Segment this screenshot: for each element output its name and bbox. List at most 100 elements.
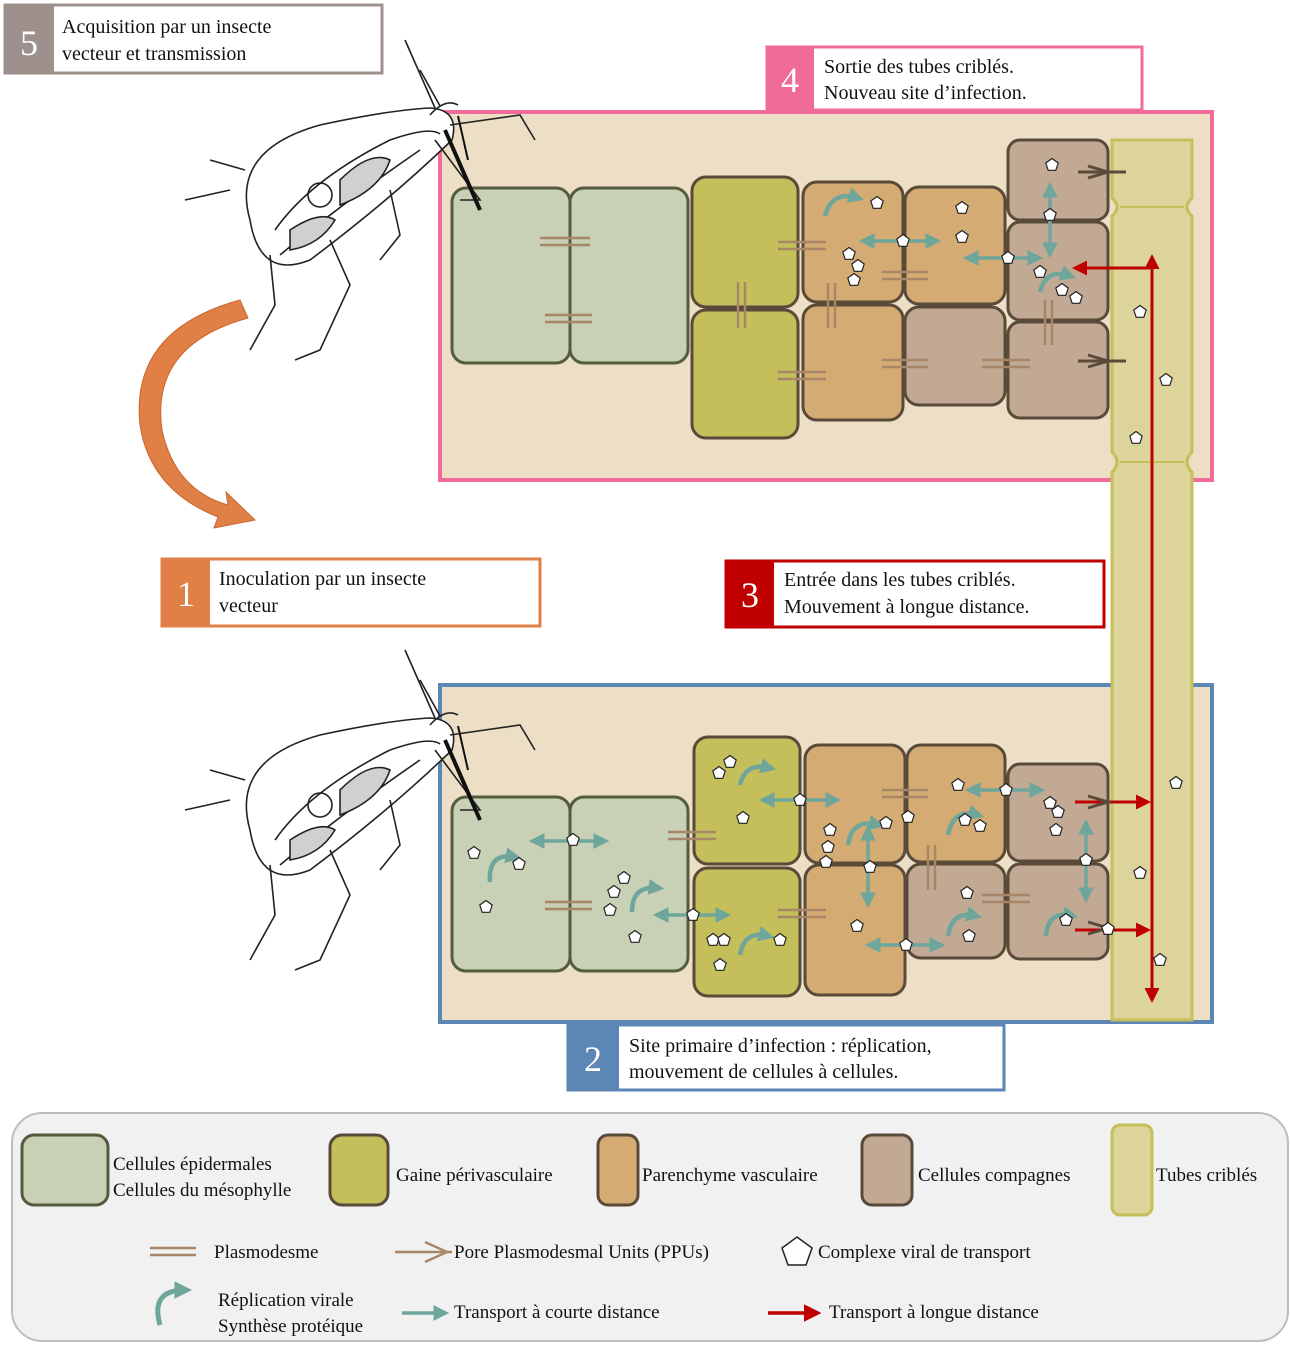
step-4-number: 4 (781, 60, 799, 100)
parenchyma-cell (803, 743, 907, 865)
viral-complex-pentagon (821, 839, 835, 853)
legend-plasmodesma-label: Plasmodesme (214, 1242, 319, 1263)
companion-cell (1006, 138, 1110, 222)
step-2-line2: mouvement de cellules à cellules. (629, 1061, 898, 1083)
viral-complex-pentagon (1159, 372, 1173, 386)
viral-complex-pentagon (1101, 921, 1115, 935)
primary-infection-site-panel (438, 683, 1214, 1024)
legend-ppu-label: Pore Plasmodesmal Units (PPUs) (454, 1242, 709, 1263)
aphid-vector-icon (184, 39, 536, 361)
viral-complex-pentagon (1001, 250, 1015, 264)
legend-replication-line2: Synthèse protéique (218, 1316, 363, 1337)
curved-arrow-icon (155, 1281, 192, 1326)
legend-epidermal-swatch (20, 1133, 110, 1207)
step-2-label: 2 Site primaire d’infection : réplicatio… (566, 1023, 1006, 1092)
pentagon-icon (781, 1236, 813, 1266)
viral-complex-pentagon (628, 929, 642, 943)
legend-parenchyma-swatch (596, 1133, 640, 1207)
viral-complex-pentagon (901, 809, 915, 823)
step-5-line2: vecteur et transmission (62, 43, 246, 65)
viral-complex-pentagon (1133, 865, 1147, 879)
viral-complex-pentagon (863, 859, 877, 873)
viral-complex-pentagon (850, 918, 864, 932)
step-3-label: 3 Entrée dans les tubes criblés. Mouveme… (724, 559, 1106, 629)
viral-complex-pentagon (973, 818, 987, 832)
viral-complex-pentagon (958, 812, 972, 826)
viral-complex-pentagon (793, 792, 807, 806)
parenchyma-cell (903, 185, 1007, 306)
step-1-label: 1 Inoculation par un insecte vecteur (160, 557, 542, 628)
viral-complex-pentagon (896, 233, 910, 247)
legend-sheath-swatch (328, 1133, 390, 1207)
viral-complex-pentagon (607, 884, 621, 898)
viral-complex-pentagon (960, 885, 974, 899)
legend-parenchyma-label: Parenchyme vasculaire (642, 1165, 818, 1186)
viral-complex-pentagon (1033, 264, 1047, 278)
step-3-number: 3 (741, 575, 759, 615)
viral-complex-pentagon (736, 810, 750, 824)
legend-epidermal-line1: Cellules épidermales (113, 1154, 272, 1175)
viral-complex-pentagon (1129, 430, 1143, 444)
sheath-cell (690, 308, 800, 440)
aphid-vector-icon (184, 649, 536, 971)
step-1-line1: Inoculation par un insecte (219, 568, 426, 590)
legend-sieve-swatch (1110, 1123, 1154, 1217)
plasmodesmata (540, 236, 1054, 919)
viral-complex-pentagon (512, 856, 526, 870)
replication-arrows (487, 187, 1079, 956)
viral-complex-pentagon (617, 870, 631, 884)
viral-complex-pentagon (899, 937, 913, 951)
ppu-markers (1078, 164, 1126, 936)
step-4-line1: Sortie des tubes criblés. (824, 56, 1014, 78)
viral-complex-pentagon (1069, 290, 1083, 304)
viral-complex-pentagon (1049, 822, 1063, 836)
viral-complex-pentagon (479, 899, 493, 913)
legend-long-transport-label: Transport à longue distance (829, 1302, 1039, 1323)
viral-complex-pentagon (1133, 304, 1147, 318)
viral-complex-pentagon (951, 777, 965, 791)
viral-complex-pentagon (1169, 775, 1183, 789)
legend-complex-label: Complexe viral de transport (818, 1242, 1031, 1263)
viral-complex-pentagon (566, 832, 580, 846)
companion-cell (1006, 320, 1110, 420)
viral-complex-pentagon (773, 932, 787, 946)
sheath-cell (692, 866, 802, 998)
epidermal-cell (568, 795, 690, 973)
viral-complex-pentagon (842, 246, 856, 260)
viral-complex-pentagon (467, 845, 481, 859)
step-2-line1: Site primaire d’infection : réplication, (629, 1035, 932, 1057)
viral-complex-pentagon (955, 200, 969, 214)
viral-complex-pentagon (717, 932, 731, 946)
step-3-line2: Mouvement à longue distance. (784, 596, 1030, 618)
companion-cell (903, 305, 1007, 407)
viral-complex-pentagon (1055, 282, 1069, 296)
legend-epidermal-line2: Cellules du mésophylle (113, 1180, 291, 1201)
viral-complex-pentagon (851, 258, 865, 272)
step-4-line2: Nouveau site d’infection. (824, 82, 1027, 104)
viral-complex-pentagon (823, 822, 837, 836)
step-5-label: 5 Acquisition par un insecte vecteur et … (3, 3, 384, 75)
viral-complex-pentagon (870, 195, 884, 209)
parenchyma-cell (905, 743, 1007, 864)
companion-cell (1006, 862, 1110, 961)
viral-complex-pentagon (1051, 804, 1065, 818)
companion-cell (905, 862, 1007, 960)
legend-companion-label: Cellules compagnes (918, 1165, 1071, 1186)
step-2-number: 2 (584, 1039, 602, 1079)
legend-sieve-label: Tubes criblés (1156, 1165, 1257, 1186)
step-5-line1: Acquisition par un insecte (62, 16, 272, 38)
viral-complexes (467, 157, 1183, 971)
viral-complex-pentagon (879, 815, 893, 829)
epidermal-cell (450, 795, 572, 973)
viral-complex-pentagon (1045, 157, 1059, 171)
companion-cell (1006, 220, 1110, 322)
viral-complex-pentagon (1059, 912, 1073, 926)
cycle-curved-arrow (138, 299, 257, 529)
viral-complex-pentagon (713, 957, 727, 971)
epidermal-cell (450, 186, 572, 365)
step-1-number: 1 (177, 574, 195, 614)
viral-complex-pentagon (1079, 852, 1093, 866)
step-1-line2: vecteur (219, 595, 278, 617)
viral-complex-pentagon (847, 272, 861, 286)
legend-panel: Cellules épidermales Cellules du mésophy… (11, 1112, 1289, 1342)
